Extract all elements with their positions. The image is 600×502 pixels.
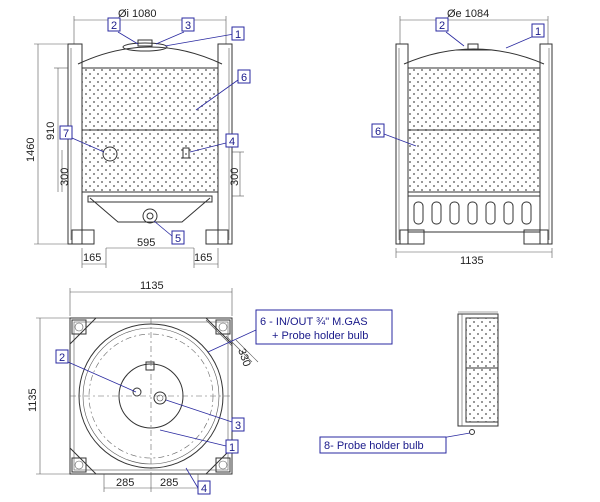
front-frame-left-post [67, 43, 83, 245]
front-callout-4: 4 [229, 136, 235, 148]
front-bottom-right-label: 165 [194, 252, 212, 264]
front-callout-5: 5 [175, 233, 181, 245]
top-bottom-right-label: 285 [160, 477, 178, 489]
note-6-line-2: + Probe holder bulb [272, 330, 368, 342]
note-6: 6 - IN/OUT ¾" M.GAS + Probe holder bulb [207, 309, 393, 353]
front-view: Øi 1080 1460 910 300 [25, 8, 251, 268]
side-callout-6: 6 [375, 126, 381, 138]
top-corner-posts [71, 319, 231, 473]
front-right-low-height-label: 300 [229, 168, 241, 186]
front-panel-height-label: 910 [45, 122, 57, 140]
top-callout-4: 4 [201, 483, 207, 495]
probe-holder-bulb-icon [469, 429, 475, 435]
side-outer-diameter-label: Øe 1084 [447, 8, 489, 20]
top-view: 1135 1135 330 [27, 280, 259, 495]
side-base-slots [413, 201, 532, 225]
top-callout-2: 2 [59, 352, 65, 364]
top-height-label: 1135 [27, 388, 39, 412]
front-callout-3: 3 [185, 20, 191, 32]
note-6-line-1: 6 - IN/OUT ¾" M.GAS [260, 316, 368, 328]
front-callout-6: 6 [241, 72, 247, 84]
note-8: 8- Probe holder bulb [319, 436, 447, 454]
probe-detail-view [429, 311, 499, 441]
side-width-label: 1135 [460, 255, 484, 267]
top-callout-3: 3 [235, 420, 241, 432]
front-callout-1: 1 [235, 29, 241, 41]
front-total-height-label: 1460 [25, 138, 37, 162]
front-inner-diameter-label: Øi 1080 [118, 8, 157, 20]
note-8-text: 8- Probe holder bulb [324, 440, 424, 452]
top-bottom-left-label: 285 [116, 477, 134, 489]
side-callout-2: 2 [439, 20, 445, 32]
side-view: Øe 1084 1135 1 2 [371, 8, 553, 267]
top-callout-1: 1 [229, 442, 235, 454]
top-diagonal-label: 330 [235, 347, 253, 368]
front-callout-2: 2 [111, 20, 117, 32]
front-inspection-port [102, 146, 118, 162]
front-left-low-height-label: 300 [59, 168, 71, 186]
front-callout-7: 7 [63, 128, 69, 140]
top-width-label: 1135 [140, 280, 164, 292]
front-bottom-left-label: 165 [83, 252, 101, 264]
side-callout-1: 1 [535, 26, 541, 38]
front-bottom-center-label: 595 [137, 237, 155, 249]
